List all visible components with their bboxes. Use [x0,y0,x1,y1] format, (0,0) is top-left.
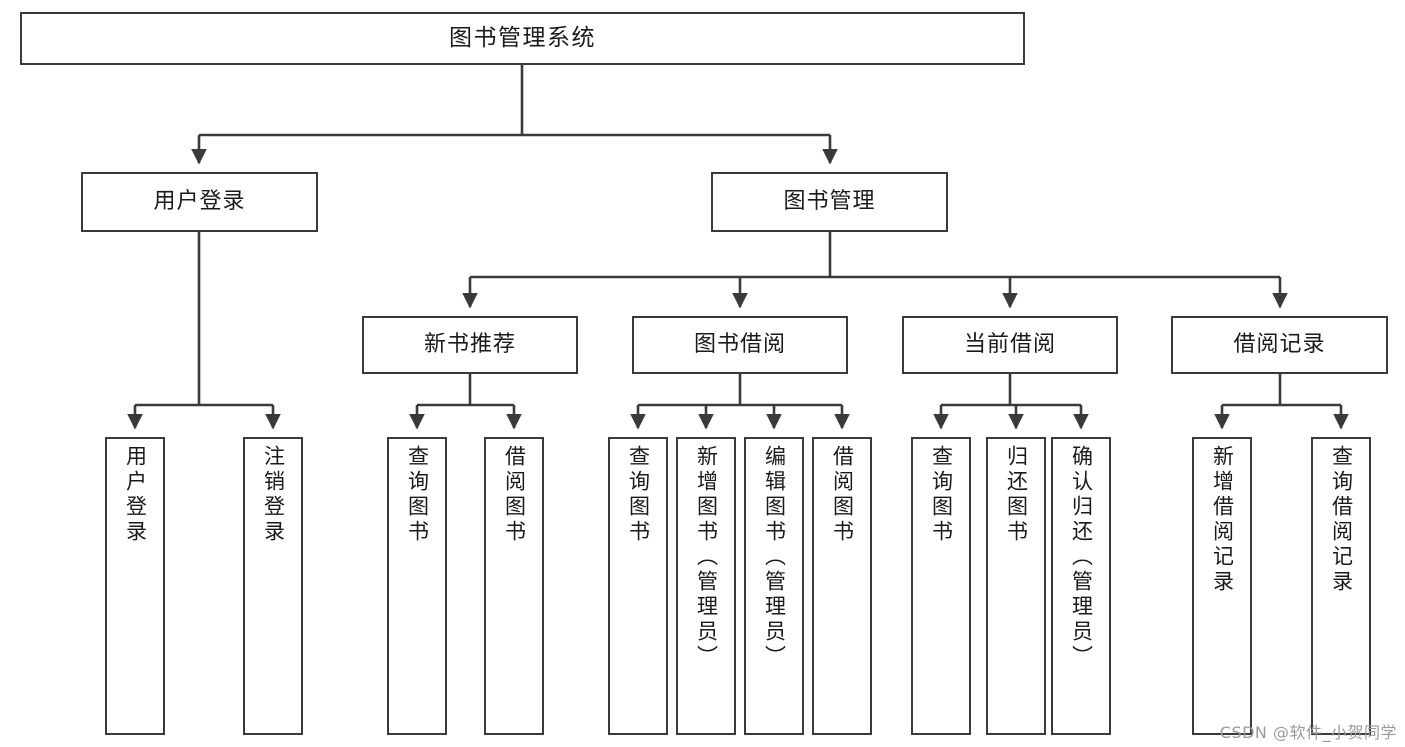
node-new-book-rec[interactable]: 新书推荐 [362,316,578,374]
node-leaf-record-search[interactable]: 查询借阅记录 [1311,437,1371,735]
node-new-book-rec-label: 新书推荐 [423,332,516,358]
node-leaf-cur-confirm[interactable]: 确认归还（管理员） [1051,437,1111,735]
node-leaf-user-login[interactable]: 用户登录 [105,437,165,735]
node-book-manage[interactable]: 图书管理 [711,172,948,232]
node-book-manage-label: 图书管理 [783,189,876,215]
node-leaf-record-add[interactable]: 新增借阅记录 [1192,437,1252,735]
node-leaf-borrow-add-label: 新增图书（管理员） [694,445,719,670]
node-leaf-borrow-edit-label: 编辑图书（管理员） [762,445,787,670]
node-leaf-record-search-label: 查询借阅记录 [1329,445,1354,595]
node-leaf-rec-query-label: 查询图书 [405,445,430,545]
node-book-borrow[interactable]: 图书借阅 [632,316,848,374]
node-leaf-user-login-label: 用户登录 [123,445,148,545]
node-leaf-borrow-query-label: 查询图书 [626,445,651,545]
node-current-borrow-label: 当前借阅 [963,332,1056,358]
node-leaf-borrow-edit[interactable]: 编辑图书（管理员） [744,437,804,735]
node-leaf-cur-return[interactable]: 归还图书 [986,437,1046,735]
node-leaf-rec-query[interactable]: 查询图书 [387,437,447,735]
node-leaf-rec-borrow-label: 借阅图书 [502,445,527,545]
node-borrow-record[interactable]: 借阅记录 [1171,316,1388,374]
node-leaf-user-logout[interactable]: 注销登录 [243,437,303,735]
node-user-login-label: 用户登录 [153,189,246,215]
node-leaf-record-add-label: 新增借阅记录 [1210,445,1235,595]
node-leaf-cur-confirm-label: 确认归还（管理员） [1069,445,1094,670]
node-borrow-record-label: 借阅记录 [1233,332,1326,358]
csdn-watermark: CSDN @软件_小贺同学 [1219,723,1397,742]
node-root[interactable]: 图书管理系统 [20,12,1025,65]
node-leaf-borrow-do[interactable]: 借阅图书 [812,437,872,735]
node-current-borrow[interactable]: 当前借阅 [902,316,1118,374]
node-book-borrow-label: 图书借阅 [693,332,786,358]
node-leaf-cur-query-label: 查询图书 [929,445,954,545]
node-leaf-rec-borrow[interactable]: 借阅图书 [484,437,544,735]
node-leaf-borrow-do-label: 借阅图书 [830,445,855,545]
node-leaf-cur-return-label: 归还图书 [1004,445,1029,545]
node-leaf-user-logout-label: 注销登录 [261,445,286,545]
node-user-login[interactable]: 用户登录 [81,172,318,232]
node-leaf-borrow-add[interactable]: 新增图书（管理员） [676,437,736,735]
node-root-label: 图书管理系统 [449,25,596,52]
node-leaf-cur-query[interactable]: 查询图书 [911,437,971,735]
node-leaf-borrow-query[interactable]: 查询图书 [608,437,668,735]
